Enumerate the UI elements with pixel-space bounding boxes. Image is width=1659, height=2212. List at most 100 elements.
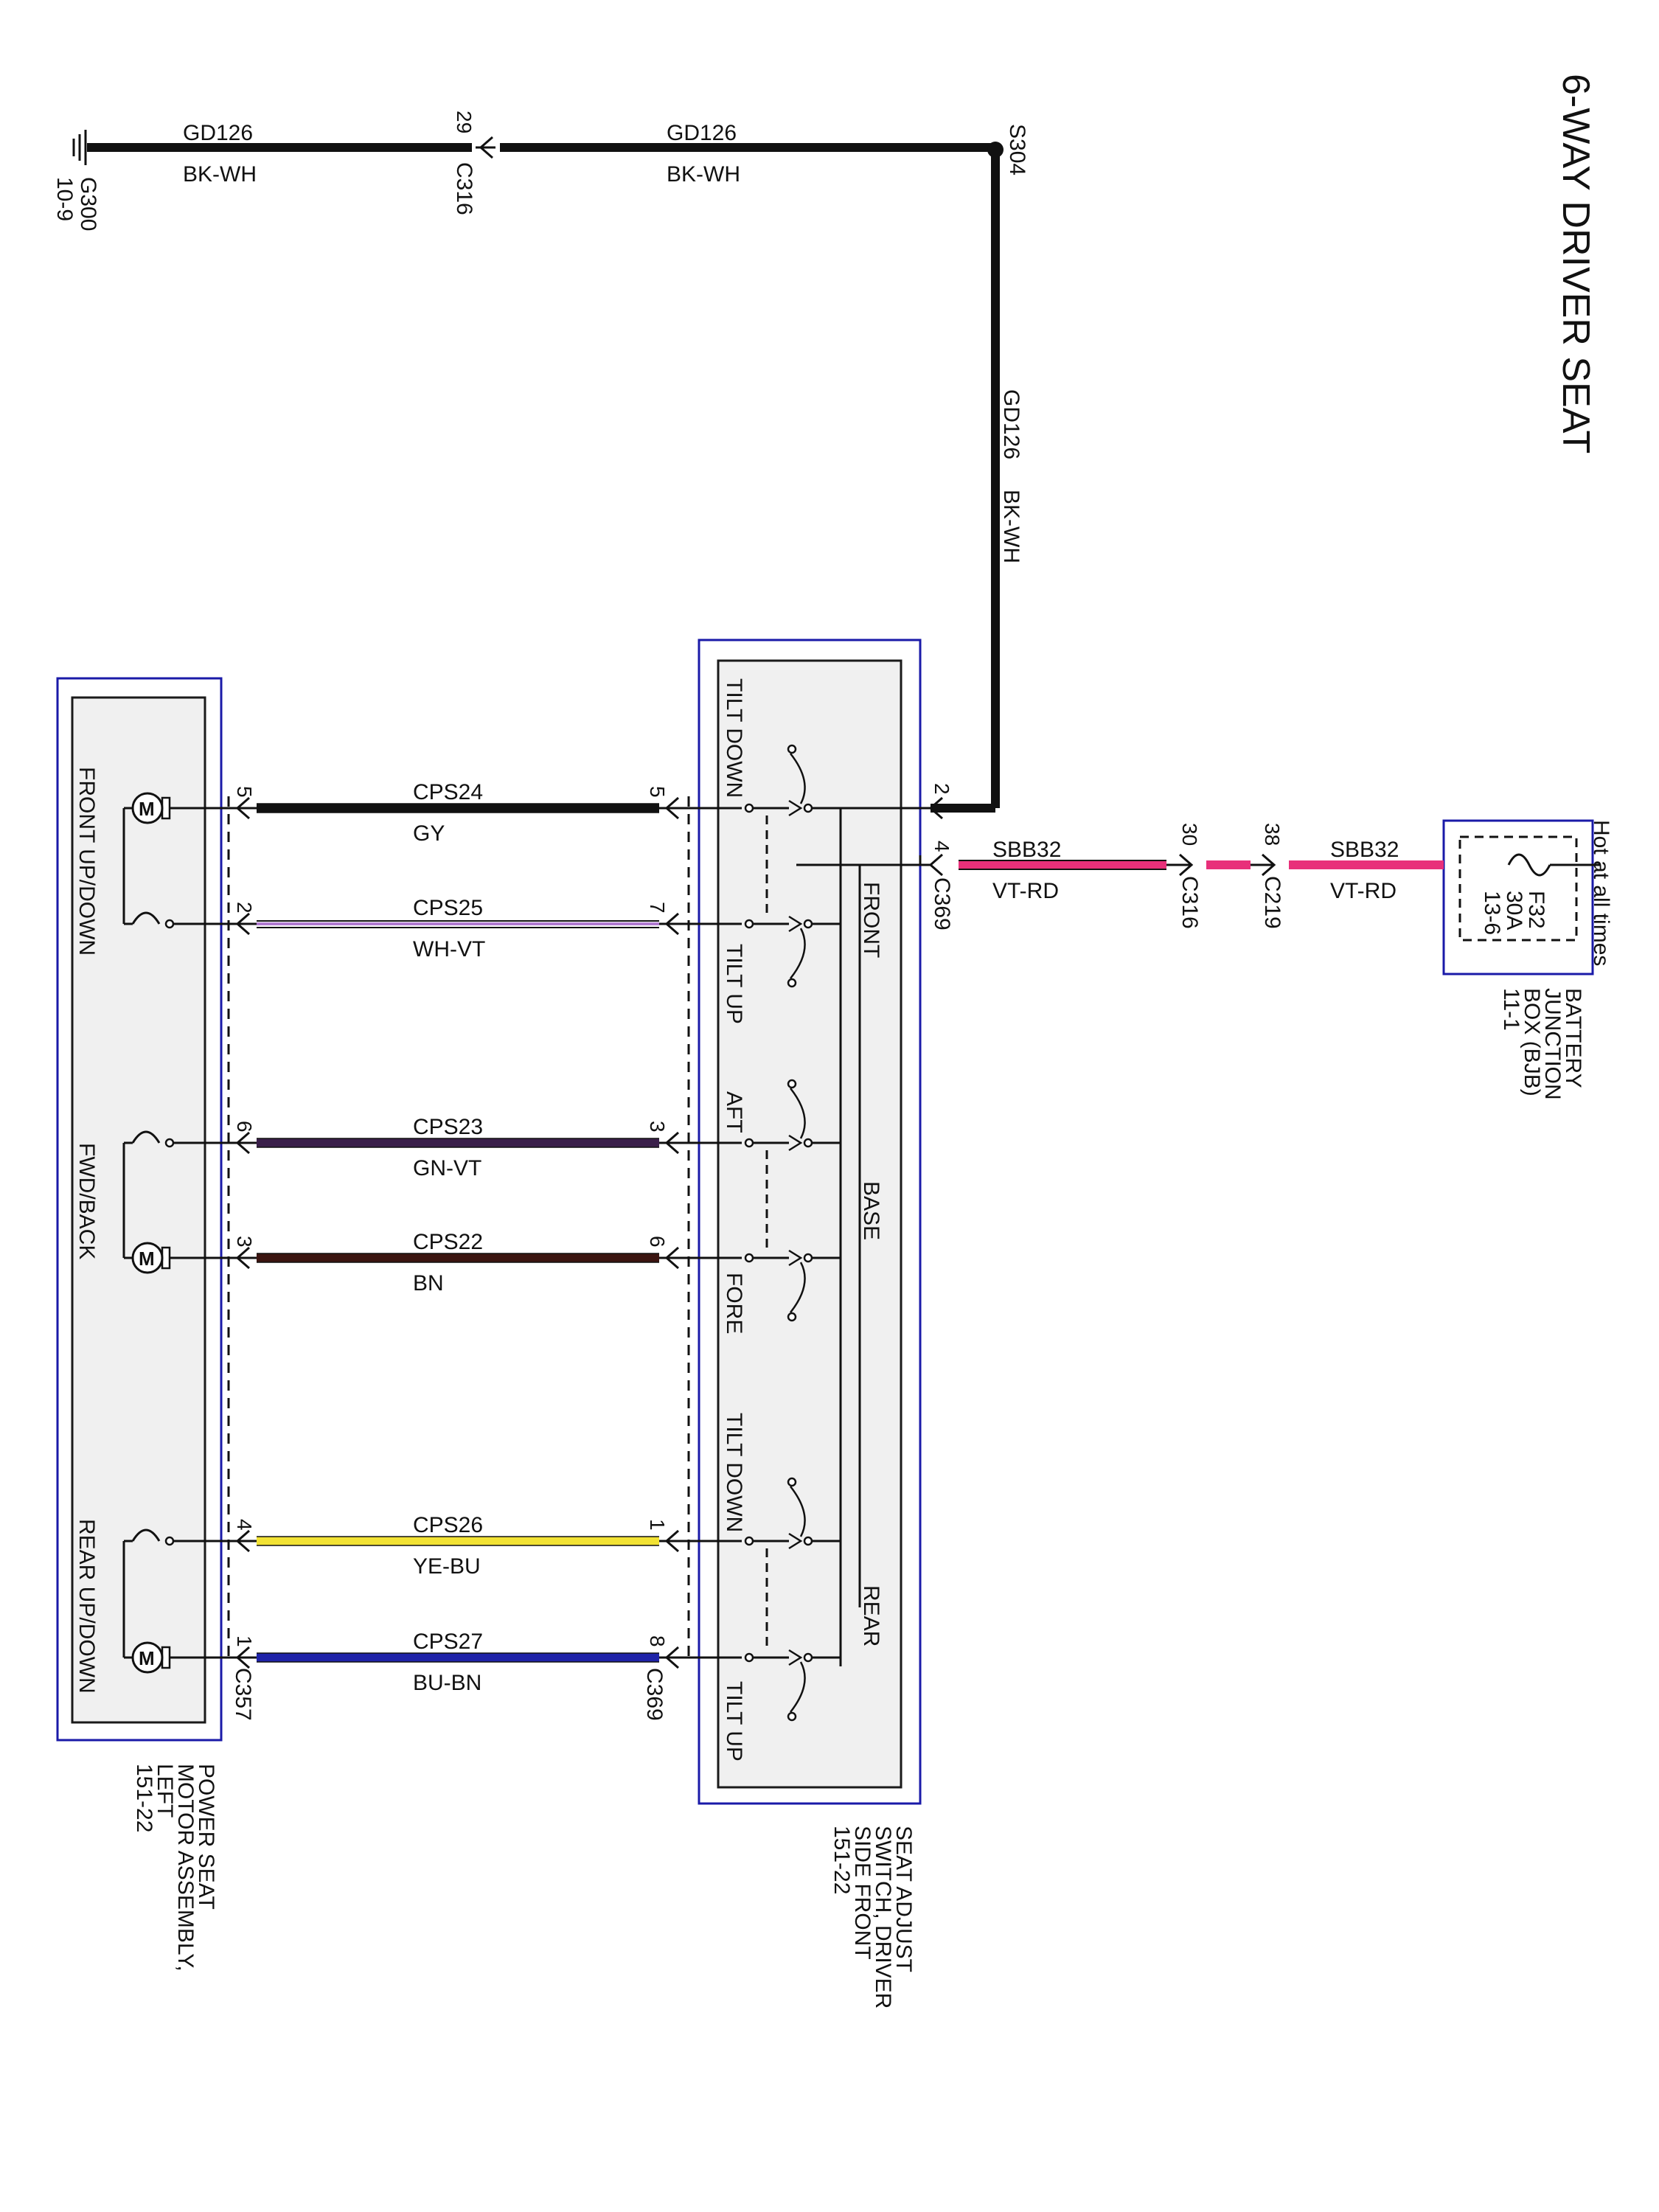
switch-pos-2: TILT UP xyxy=(722,944,746,1024)
switch-pos-4: FORE xyxy=(722,1273,746,1334)
wire-circuit-label: CPS27 xyxy=(413,1630,483,1654)
wire-circuit-label: CPS25 xyxy=(413,896,483,920)
motor-rear-label: REAR UP/DOWN xyxy=(74,1519,99,1694)
fuse-ref: 13-6 xyxy=(1480,891,1504,935)
connector-arrow-icon xyxy=(235,1646,250,1669)
motor-label-2: MOTOR ASSEMBLY, xyxy=(173,1764,198,1972)
sbb32-color-2: VT-RD xyxy=(1330,879,1397,903)
switch-label-1: SEAT ADJUST xyxy=(891,1826,916,1972)
c316-power-connector: C316 xyxy=(1178,876,1202,929)
switch-contact-icon xyxy=(744,1477,841,1550)
fuse-rating: 30A xyxy=(1502,891,1526,930)
switch-pin-label: 8 xyxy=(646,1635,669,1647)
switch-pos-1: TILT DOWN xyxy=(722,678,746,798)
motor-icon: M xyxy=(122,1528,221,1674)
battery-junction-box: Hot at all times F32 30A 13-6 BATTERY JU… xyxy=(1442,819,1613,1100)
hot-at-all-times-label: Hot at all times xyxy=(1589,820,1613,966)
switch-pin-label: 6 xyxy=(646,1236,669,1248)
connector-arrow-icon xyxy=(664,796,679,820)
connector-arrow-icon xyxy=(664,912,679,936)
connector-arrow-icon xyxy=(235,796,250,820)
gd126-circuit-1: GD126 xyxy=(183,121,253,145)
wire-color-label: GY xyxy=(413,821,445,846)
connector-arrow-icon xyxy=(235,912,250,936)
switch-label-3: SIDE FRONT xyxy=(850,1826,874,1960)
connector-arrow-icon xyxy=(928,853,943,877)
motor-assembly: FRONT UP/DOWN FWD/BACK REAR UP/DOWN POWE… xyxy=(56,677,255,1972)
motor-pin-label: 6 xyxy=(233,1121,256,1133)
c316-ground-connector: C316 xyxy=(452,162,476,215)
sbb32-color-1: VT-RD xyxy=(992,879,1059,903)
switch-label-4: 151-22 xyxy=(830,1826,854,1894)
sbb32-circuit-1: SBB32 xyxy=(992,838,1061,862)
ground-circuit: G300 10-9 29 C316 GD126 BK-WH GD126 BK-W… xyxy=(52,111,1029,813)
motor-pin-label: 3 xyxy=(233,1236,256,1248)
connector-arrow-icon xyxy=(235,1131,250,1155)
gd126-color-1: BK-WH xyxy=(183,162,257,187)
switch-group-front: FRONT xyxy=(859,882,883,958)
bjb-label-4: 11-1 xyxy=(1499,988,1523,1031)
switch-contact-icon xyxy=(744,1079,841,1152)
connector-arrow-icon xyxy=(235,1246,250,1270)
switch-ground-pin: 2 xyxy=(931,783,953,795)
bjb-label-2: JUNCTION xyxy=(1540,988,1565,1100)
switch-contact-icon xyxy=(744,744,841,817)
motor-fwdback-label: FWD/BACK xyxy=(74,1143,99,1259)
connector-arrow-icon xyxy=(1262,853,1276,877)
wire-circuit-label: CPS22 xyxy=(413,1230,483,1254)
motor-pin-label: 1 xyxy=(233,1635,256,1647)
ground-symbol-icon xyxy=(72,130,87,165)
c219-power-pin: 38 xyxy=(1261,823,1284,846)
wire-circuit-label: CPS23 xyxy=(413,1115,483,1139)
switch-pos-5: TILT DOWN xyxy=(722,1413,746,1532)
gd126-color-2: BK-WH xyxy=(667,162,740,187)
switch-contacts xyxy=(744,744,841,1722)
wire-color-label: YE-BU xyxy=(413,1554,481,1579)
diagram-title: 6-WAY DRIVER SEAT xyxy=(1554,74,1597,453)
connector-arrow-icon xyxy=(664,1131,679,1155)
wire-color-label: BN xyxy=(413,1271,444,1295)
gd126-circuit-3: GD126 xyxy=(999,389,1023,459)
sbb32-circuit-2: SBB32 xyxy=(1330,838,1399,862)
svg-text:M: M xyxy=(139,1248,155,1270)
switch-pin-label: 3 xyxy=(646,1121,669,1133)
motor-pin-label: 2 xyxy=(233,902,256,914)
motor-front-label: FRONT UP/DOWN xyxy=(74,767,99,956)
splice-name: S304 xyxy=(1005,124,1029,175)
connector-arrow-icon xyxy=(235,1529,250,1553)
switch-pin-label: 5 xyxy=(646,786,669,798)
c316-power-pin: 30 xyxy=(1178,823,1201,846)
wire-color-label: GN-VT xyxy=(413,1156,481,1180)
switch-connector-bottom: C369 xyxy=(642,1668,667,1721)
motor-icon: M xyxy=(122,1130,221,1274)
svg-text:M: M xyxy=(139,1647,155,1669)
switch-group-rear: REAR xyxy=(859,1585,883,1646)
wire-color-label: WH-VT xyxy=(413,937,485,961)
switch-group-base: BASE xyxy=(859,1181,883,1240)
gd126-color-3: BK-WH xyxy=(999,490,1023,563)
c316-ground-pin: 29 xyxy=(453,111,476,133)
connector-arrow-icon xyxy=(664,1246,679,1270)
connector-arrow-icon xyxy=(664,1529,679,1553)
wire-circuit-label: CPS24 xyxy=(413,780,483,804)
switch-pos-6: TILT UP xyxy=(722,1681,746,1761)
switch-contact-icon xyxy=(744,1649,841,1722)
bjb-label-1: BATTERY xyxy=(1561,988,1585,1088)
motor-label-3: LEFT xyxy=(153,1764,177,1818)
switch-pin-label: 1 xyxy=(646,1519,669,1531)
switch-connector-top: C369 xyxy=(930,877,954,931)
wire-color-label: BU-BN xyxy=(413,1671,481,1695)
svg-text:M: M xyxy=(139,798,155,820)
fuse-name: F32 xyxy=(1524,891,1548,929)
c219-power-connector: C219 xyxy=(1260,876,1284,929)
switch-power-pin: 4 xyxy=(931,841,953,852)
motor-connector: C357 xyxy=(231,1668,255,1721)
motor-label-1: POWER SEAT xyxy=(194,1764,218,1910)
motor-pin-label: 4 xyxy=(233,1519,256,1531)
